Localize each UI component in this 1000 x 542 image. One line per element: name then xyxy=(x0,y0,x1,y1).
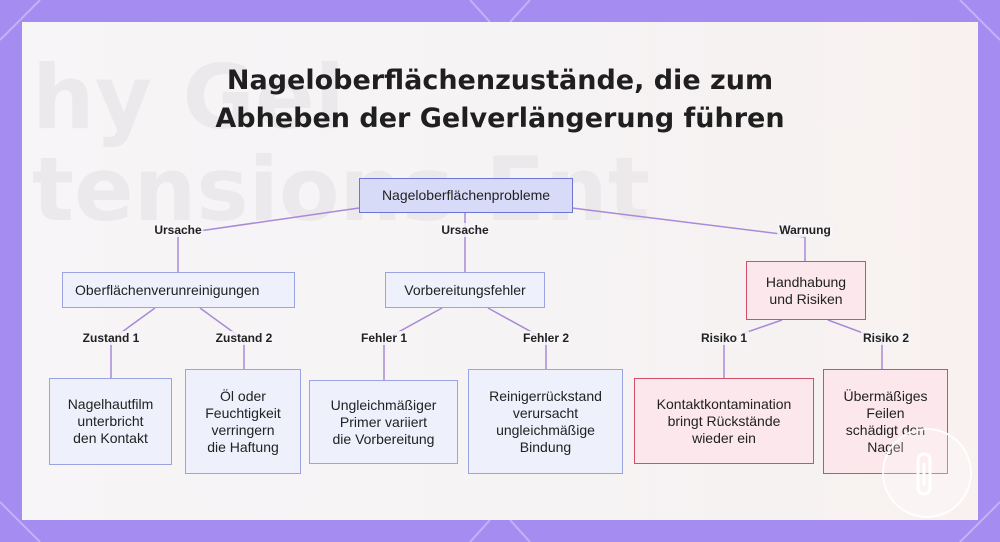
node-cuticle-film-label: Nagelhautfilm unterbricht den Kontakt xyxy=(67,396,154,446)
edge-label-zustand-1: Zustand 1 xyxy=(80,331,142,345)
paperclip-icon xyxy=(916,452,932,496)
edge-root-b3 xyxy=(571,207,806,261)
watermark-badge xyxy=(882,428,972,518)
edge-label-ursache-2: Ursache xyxy=(439,223,491,237)
node-cleaner-residue: Reinigerrückstand verursacht ungleichmäß… xyxy=(468,369,623,474)
title-line-1: Nageloberflächenzustände, die zum xyxy=(226,65,774,96)
node-handling-risks-label: Handhabung und Risiken xyxy=(765,273,847,307)
title-line-2: Abheben der Gelverlängerung führen xyxy=(215,103,785,134)
edge-label-ursache-1: Ursache xyxy=(152,223,204,237)
node-cuticle-film: Nagelhautfilm unterbricht den Kontakt xyxy=(49,378,172,465)
edge-label-risiko-1: Risiko 1 xyxy=(698,331,750,345)
edge-label-risiko-2: Risiko 2 xyxy=(860,331,912,345)
node-handling-risks: Handhabung und Risiken xyxy=(746,261,866,320)
node-surface-contamination: Oberflächenverunreinigungen xyxy=(62,272,295,308)
edge-b3-l5 xyxy=(723,319,783,378)
node-preparation-errors-label: Vorbereitungsfehler xyxy=(404,281,526,298)
node-cleaner-residue-label: Reinigerrückstand verursacht ungleichmäß… xyxy=(489,387,602,455)
edge-label-zustand-2: Zustand 2 xyxy=(213,331,275,345)
node-root-label: Nageloberflächenprobleme xyxy=(381,187,551,203)
edge-label-fehler-2: Fehler 2 xyxy=(520,331,572,345)
node-surface-contamination-label: Oberflächenverunreinigungen xyxy=(75,281,260,298)
node-uneven-primer: Ungleichmäßiger Primer variiert die Vorb… xyxy=(309,380,458,464)
edge-root-b1 xyxy=(177,207,360,272)
node-oil-moisture: Öl oder Feuchtigkeit verringern die Haft… xyxy=(185,369,301,474)
node-contact-contamination: Kontaktkontamination bringt Rückstände w… xyxy=(634,378,814,464)
node-preparation-errors: Vorbereitungsfehler xyxy=(385,272,545,308)
diagram-title: Nageloberflächenzustände, die zum Abhebe… xyxy=(22,62,978,138)
edge-label-warnung: Warnung xyxy=(777,223,833,237)
node-oil-moisture-label: Öl oder Feuchtigkeit verringern die Haft… xyxy=(205,387,281,455)
node-uneven-primer-label: Ungleichmäßiger Primer variiert die Vorb… xyxy=(330,396,437,447)
node-root: Nageloberflächenprobleme xyxy=(359,178,573,213)
node-contact-contamination-label: Kontaktkontamination bringt Rückstände w… xyxy=(656,395,792,446)
diagram-card: hy Gel tensions Ent Nageloberflächenzust… xyxy=(22,22,978,520)
edge-label-fehler-1: Fehler 1 xyxy=(358,331,410,345)
